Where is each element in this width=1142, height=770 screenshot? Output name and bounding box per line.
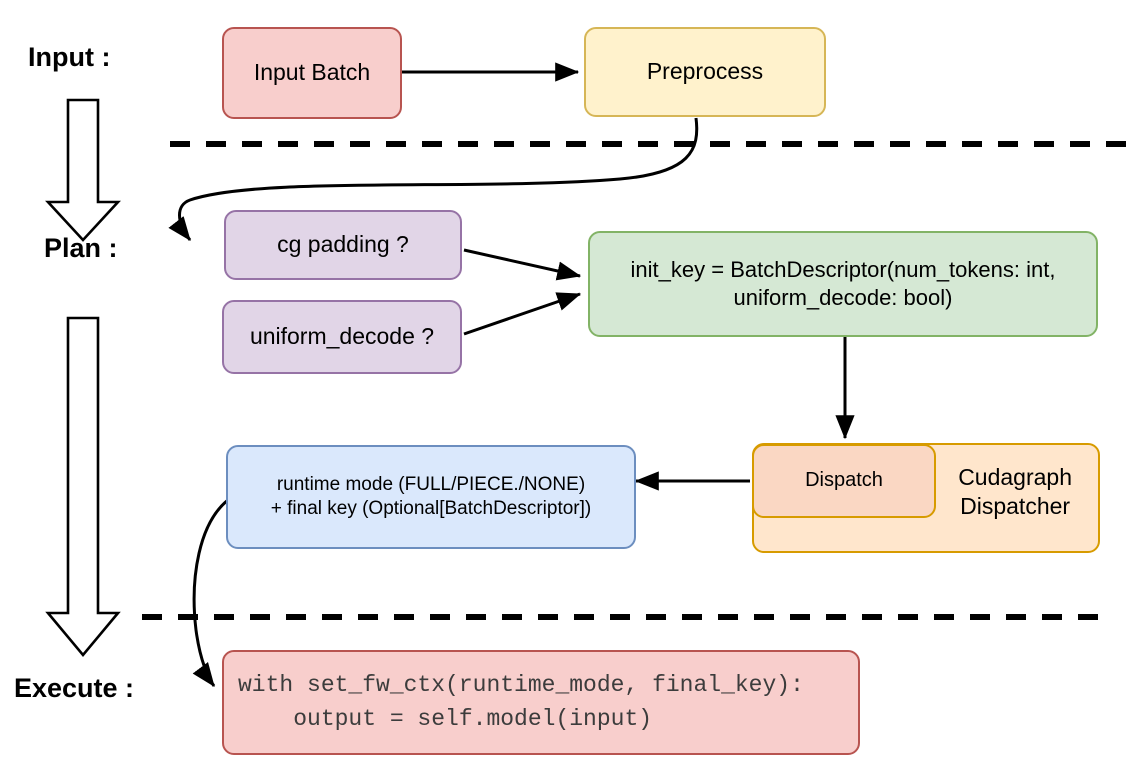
- node-runtime-mode[interactable]: runtime mode (FULL/PIECE./NONE) + final …: [226, 445, 636, 549]
- node-preprocess[interactable]: Preprocess: [584, 27, 826, 117]
- edge-cg-padding-to-init-key: [463, 248, 582, 281]
- node-input-batch[interactable]: Input Batch: [222, 27, 402, 119]
- stage-label-plan: Plan :: [44, 233, 118, 263]
- edge-uniform-decode-to-init-key: [463, 292, 582, 336]
- node-uniform-decode[interactable]: uniform_decode ?: [222, 300, 462, 374]
- node-execute-code[interactable]: with set_fw_ctx(runtime_mode, final_key)…: [222, 650, 860, 755]
- stage-label-execute: Execute :: [14, 673, 135, 703]
- plan-to-execute-flow-arrow: [45, 316, 121, 658]
- input-to-plan-flow-arrow: [45, 98, 121, 242]
- node-cg-padding[interactable]: cg padding ?: [224, 210, 462, 280]
- node-dispatch[interactable]: Dispatch: [752, 444, 936, 518]
- node-init-key[interactable]: init_key = BatchDescriptor(num_tokens: i…: [588, 231, 1098, 337]
- stage-label-input: Input :: [28, 42, 111, 72]
